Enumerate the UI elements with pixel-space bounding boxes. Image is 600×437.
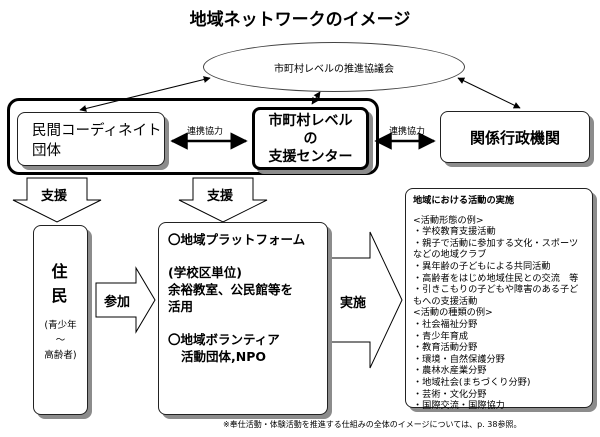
council-link-right bbox=[457, 77, 521, 109]
residents-label: 住 民 bbox=[51, 262, 74, 305]
residents-sub1: (青少年 bbox=[44, 320, 77, 331]
support-arrow-2 bbox=[178, 177, 268, 223]
activity-form-item: ・高齢者をはじめ地域住民との交流 等 bbox=[413, 272, 579, 284]
center-line1: 市町村レベル bbox=[268, 113, 353, 129]
platform-line3: 余裕教室、公民館等を bbox=[168, 282, 294, 297]
council-link-left bbox=[79, 76, 211, 112]
coordinator-line2: 団体 bbox=[32, 143, 61, 159]
activity-field-item: ・芸術・文化分野 bbox=[413, 388, 487, 400]
support-label-2: 支援 bbox=[207, 189, 234, 204]
footnote: ※奉仕活動・体験活動を推進する仕組みの全体のイメージについては、p. 38参照。 bbox=[223, 420, 522, 429]
activities-box: 地域における活動の実施 <活動形態の例> ・学校教育支援活動 ・親子で活動に参加… bbox=[405, 188, 593, 411]
participate-label: 参加 bbox=[104, 295, 131, 310]
activity-field-item: ・農林水産業分野 bbox=[413, 365, 487, 377]
residents-sub3: 高齢者) bbox=[44, 350, 77, 361]
fields-header: <活動の種類の例> bbox=[413, 307, 493, 319]
agencies-box: 関係行政機関 bbox=[440, 111, 590, 163]
platform-line5: 〇地域ボランティア bbox=[168, 332, 280, 347]
center-line2: の bbox=[303, 131, 318, 147]
activity-form-item: ・学校教育支援活動 bbox=[413, 226, 496, 238]
agencies-label: 関係行政機関 bbox=[469, 128, 560, 147]
diagram-title: 地域ネットワークのイメージ bbox=[189, 10, 411, 30]
activity-form-item: もへの支援活動 bbox=[413, 295, 478, 307]
activity-field-item: ・教育活動分野 bbox=[413, 342, 478, 354]
activity-field-item: ・環境・自然保護分野 bbox=[413, 353, 505, 365]
activity-field-item: ・青少年育成 bbox=[413, 330, 469, 342]
cooperation-label-2: 連携協力 bbox=[389, 127, 426, 137]
support-label-1: 支援 bbox=[41, 189, 68, 204]
cooperation-label-1: 連携協力 bbox=[187, 127, 224, 137]
network-frame bbox=[7, 98, 379, 175]
forms-header: <活動形態の例> bbox=[413, 214, 484, 226]
support-arrow-1 bbox=[12, 177, 102, 223]
implement-arrow bbox=[330, 231, 403, 369]
platform-box: 〇地域プラットフォーム (学校区単位) 余裕教室、公民館等を 活用 〇地域ボラン… bbox=[158, 222, 328, 415]
platform-line2: (学校区単位) bbox=[168, 265, 242, 280]
residents-box: 住 民 (青少年 ～ 高齢者) bbox=[33, 225, 88, 415]
implement-label: 実施 bbox=[340, 296, 367, 311]
coordinator-box: 民間コーディネイト 団体 bbox=[17, 112, 165, 166]
center-line3: 支援センター bbox=[268, 149, 353, 165]
council-ellipse: 市町村レベルの推進協議会 bbox=[203, 42, 465, 92]
activity-form-item: ・親子で活動に参加する文化・スポーツ bbox=[413, 237, 579, 249]
participate-arrow bbox=[95, 266, 156, 334]
platform-line4: 活用 bbox=[168, 299, 194, 314]
support-center-box: 市町村レベル の 支援センター bbox=[252, 107, 369, 170]
council-label: 市町村レベルの推進協議会 bbox=[274, 63, 394, 75]
coordinator-line1: 民間コーディネイト bbox=[32, 123, 162, 139]
platform-line6: 活動団体,NPO bbox=[181, 349, 266, 364]
activity-field-item: ・国際交流・国際協力 bbox=[413, 400, 505, 412]
activity-form-item: などの地域クラブ bbox=[413, 249, 487, 261]
residents-sub2: ～ bbox=[55, 335, 66, 346]
activity-field-item: ・社会福祉分野 bbox=[413, 318, 478, 330]
activity-form-item: ・引きこもりの子どもや障害のある子ど bbox=[413, 284, 579, 296]
activities-title: 地域における活動の実施 bbox=[413, 195, 515, 206]
activity-field-item: ・地域社会(まちづくり分野) bbox=[413, 376, 531, 388]
platform-line1: 〇地域プラットフォーム bbox=[168, 232, 306, 247]
activity-form-item: ・異年齢の子どもによる共同活動 bbox=[413, 260, 551, 272]
